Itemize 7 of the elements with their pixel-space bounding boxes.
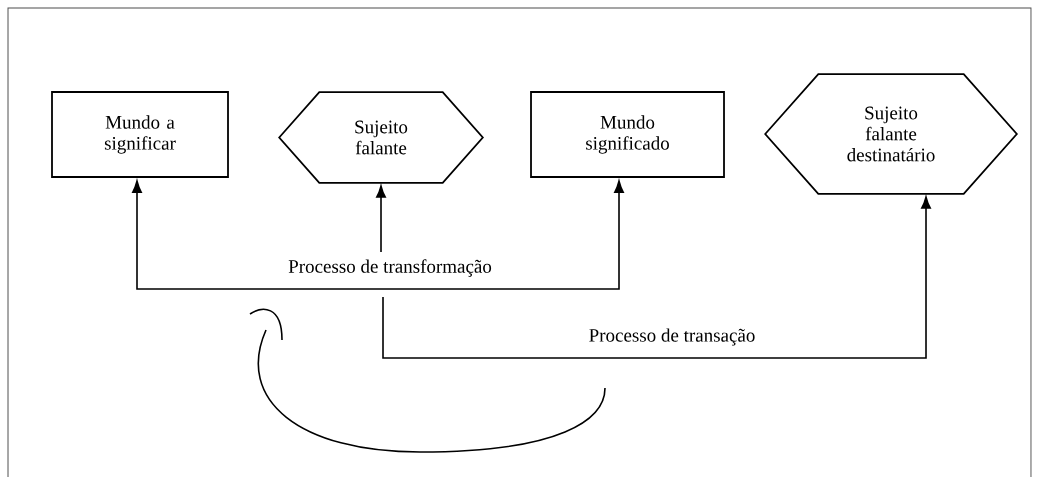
arrow [132, 180, 624, 290]
arrow [376, 185, 386, 253]
text-box: Mundo a significar [51, 91, 229, 178]
edge-label: Processo de transformação [287, 258, 493, 278]
edge-label: Processo de transação [587, 327, 757, 347]
text-box: Mundo significado [530, 91, 725, 178]
arrow [382, 196, 931, 359]
